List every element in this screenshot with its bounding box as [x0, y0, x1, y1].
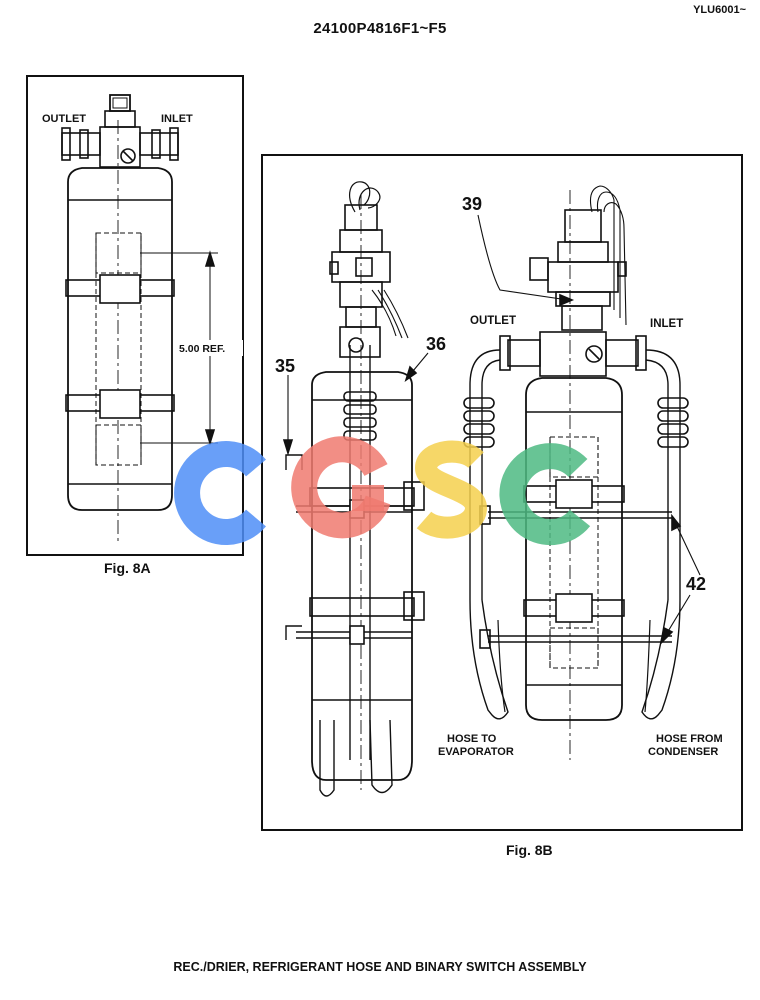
watermark-logo [174, 436, 591, 546]
fig8b-caption: Fig. 8B [506, 842, 553, 858]
fig8b-outlet-label: OUTLET [470, 315, 516, 327]
fig8b-inlet-label: INLET [650, 318, 683, 330]
hose-to-label-line2: EVAPORATOR [438, 746, 514, 758]
watermark-letter-g [291, 436, 391, 539]
fig8b-frame [261, 154, 743, 831]
hose-from-label-line1: HOSE FROM [656, 733, 723, 745]
fig8a-dimension-label: 5.00 REF. [179, 343, 225, 355]
fig8a-outlet-label: OUTLET [42, 113, 86, 125]
fig8a-frame [26, 75, 244, 556]
fig8a-inlet-label: INLET [161, 113, 193, 125]
fig8a-caption: Fig. 8A [104, 560, 151, 576]
callout-36: 36 [426, 334, 446, 354]
fig8b-diagram [261, 154, 743, 831]
watermark-letter-s [414, 440, 488, 539]
watermark-letter-c1 [174, 441, 266, 545]
hose-from-label-line2: CONDENSER [648, 746, 718, 758]
document-code: YLU6001~ [693, 4, 746, 16]
watermark-letter-c2 [499, 443, 591, 546]
callout-39: 39 [462, 194, 482, 214]
hose-to-label-line1: HOSE TO [447, 733, 497, 745]
callout-42: 42 [686, 574, 706, 594]
callout-35: 35 [275, 356, 295, 376]
part-number-title: 24100P4816F1~F5 [313, 20, 447, 37]
fig8b-front-view [463, 185, 701, 760]
fig8a-diagram [26, 75, 244, 556]
assembly-title: REC./DRIER, REFRIGERANT HOSE AND BINARY … [173, 960, 587, 974]
